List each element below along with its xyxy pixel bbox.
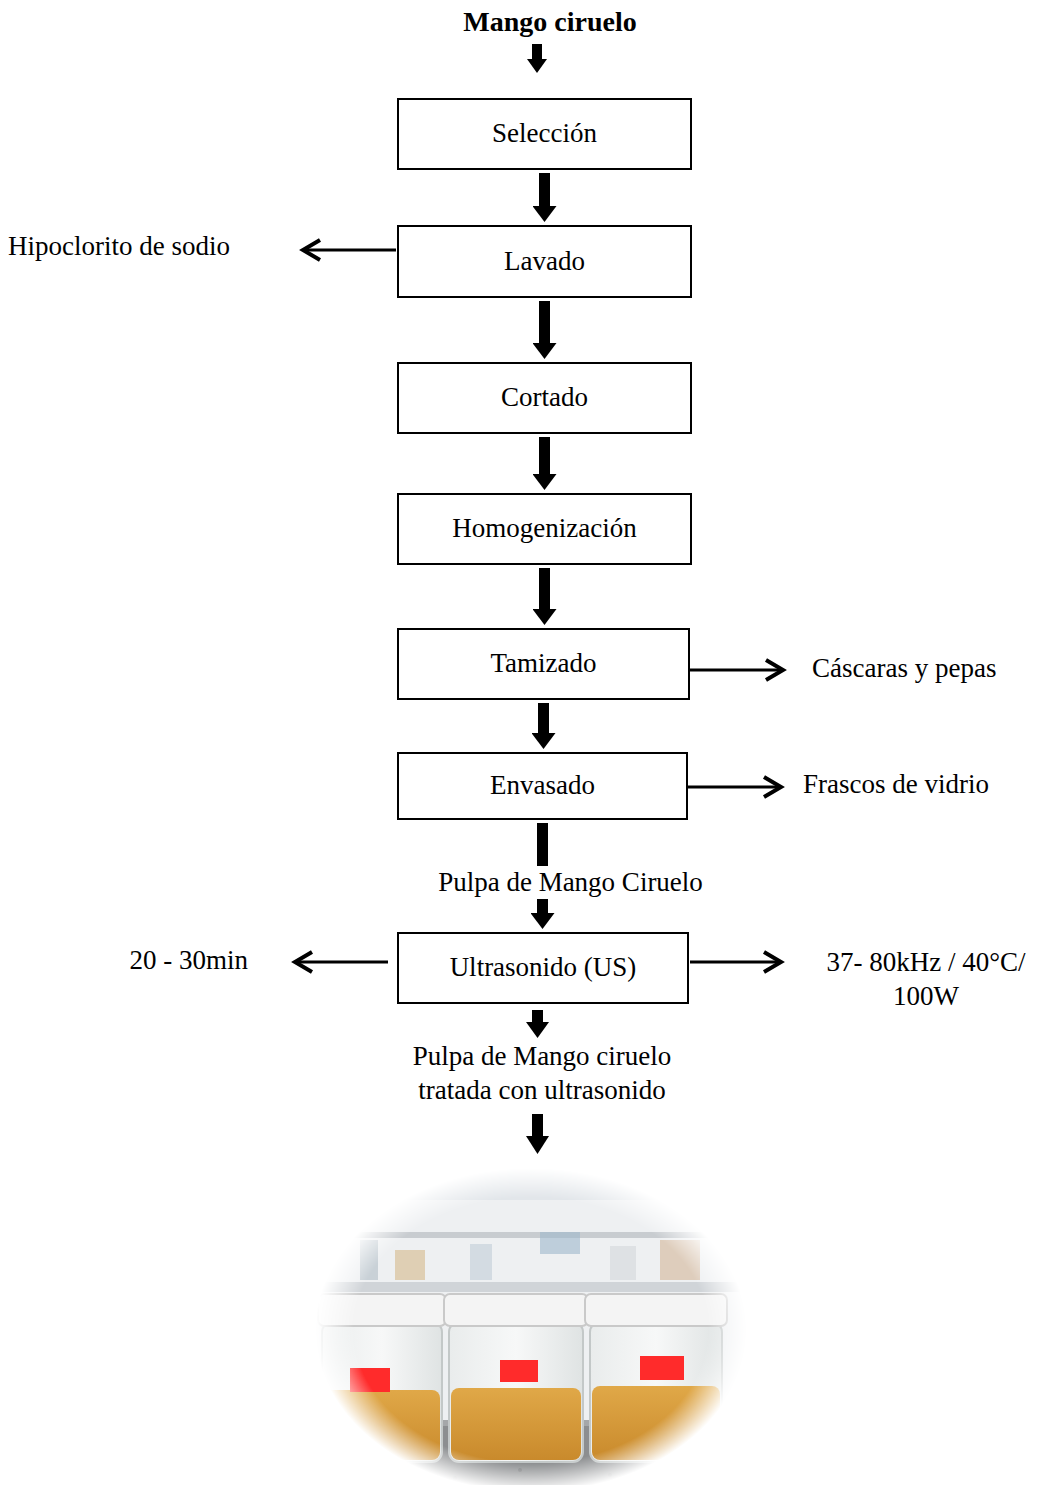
jars-photo	[300, 1160, 760, 1485]
bottle	[610, 1246, 636, 1280]
box-label: Lavado	[492, 245, 597, 279]
arrow-head	[295, 952, 312, 972]
label-holder: Frascos de vidrio	[803, 768, 1053, 802]
arrow-shaft	[532, 44, 542, 60]
box-label: Selección	[480, 117, 609, 151]
jar	[585, 1294, 727, 1462]
box	[660, 1240, 700, 1280]
arrow-line	[690, 961, 780, 964]
side-label: 37- 80kHz / 40°C/ 100W	[798, 946, 1054, 1014]
process-box: Ultrasonido (US)	[397, 932, 689, 1004]
flow-arrow	[539, 568, 550, 609]
arrow-line	[296, 961, 388, 964]
flow-arrow	[539, 437, 550, 474]
lab-wall	[300, 1160, 760, 1485]
label-holder: Cáscaras y pepas	[812, 652, 1052, 686]
arrow-shaft	[532, 1010, 543, 1024]
lab-wall	[300, 1160, 760, 1200]
jar	[318, 1294, 446, 1462]
arrow-line	[690, 669, 782, 672]
box-label: Homogenización	[440, 512, 648, 546]
box-label: Ultrasonido (US)	[438, 951, 649, 985]
arrow-line	[688, 786, 780, 789]
arrow-head	[764, 952, 781, 972]
box	[540, 1232, 580, 1254]
process-box: Lavado	[397, 225, 692, 298]
side-label: Hipoclorito de sodio	[8, 230, 296, 264]
side-label: 20 - 30min	[40, 944, 248, 978]
flow-arrow	[539, 173, 550, 206]
side-label: Cáscaras y pepas	[812, 652, 1052, 686]
title: Mango ciruelo	[330, 4, 770, 39]
shelf	[330, 1232, 730, 1238]
bottle	[470, 1244, 492, 1280]
edge-label: Pulpa de Mango Ciruelo	[432, 866, 709, 900]
side-label: Frascos de vidrio	[803, 768, 1053, 802]
flow-arrow	[538, 703, 549, 733]
arrow-head	[764, 777, 781, 797]
bottle	[360, 1240, 378, 1280]
arrow-head	[527, 59, 547, 73]
bench-edge	[300, 1282, 760, 1292]
flow-arrow	[527, 44, 547, 73]
side-arrows	[295, 240, 783, 972]
box-label: Envasado	[478, 769, 607, 803]
label-holder: Pulpa de Mango ciruelo tratada con ultra…	[382, 1040, 702, 1108]
arrow-head	[766, 660, 783, 680]
arrow-shaft	[532, 1114, 543, 1138]
box-label: Tamizado	[478, 647, 608, 681]
label-holder: 20 - 30min	[40, 944, 248, 978]
process-box: Homogenización	[397, 493, 692, 565]
box	[395, 1250, 425, 1280]
side-label: Pulpa de Mango ciruelo tratada con ultra…	[382, 1040, 702, 1108]
title-holder: Mango ciruelo	[330, 4, 770, 39]
process-box: Selección	[397, 98, 692, 170]
arrow-head	[526, 1136, 549, 1154]
box-label: Cortado	[489, 381, 600, 415]
process-box: Envasado	[397, 752, 688, 820]
flow-arrow	[539, 301, 550, 343]
process-box: Tamizado	[397, 628, 690, 700]
arrow-head	[303, 240, 320, 260]
jar	[444, 1294, 588, 1462]
arrow-line	[304, 249, 396, 252]
label-holder: 37- 80kHz / 40°C/ 100W	[798, 946, 1054, 1014]
process-box: Cortado	[397, 362, 692, 434]
arrow-head	[526, 1022, 549, 1038]
label-holder: Hipoclorito de sodio	[8, 230, 296, 264]
edge-label-holder: Pulpa de Mango Ciruelo	[432, 866, 709, 900]
